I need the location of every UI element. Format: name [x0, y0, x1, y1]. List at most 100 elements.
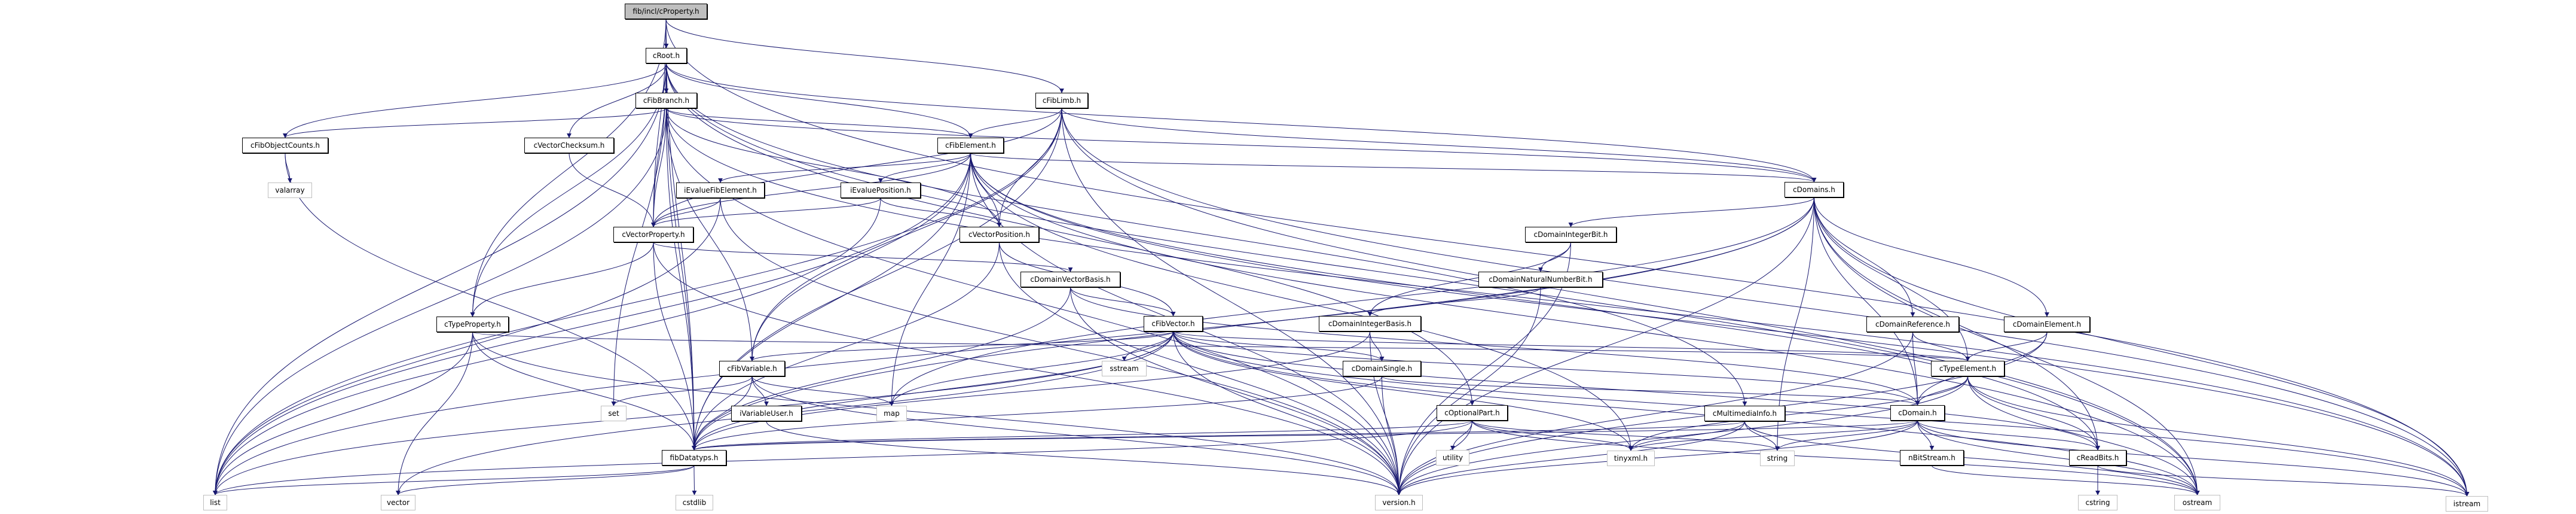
edge-cvectorproperty-to-ctypeproperty: [470, 242, 654, 317]
edge-cfibelement-to-list: [213, 153, 971, 495]
graph-node-set: set: [601, 406, 627, 421]
graph-node-cvectorchecksum[interactable]: cVectorChecksum.h: [524, 138, 614, 153]
graph-node-cfiblimb[interactable]: cFibLimb.h: [1035, 93, 1088, 108]
edge-ctypeproperty-to-fibdatatyps: [472, 331, 696, 451]
edge-coptionalpart-to-tinyxml: [1472, 420, 1633, 451]
graph-node-ivariableuser[interactable]: iVariableUser.h: [731, 406, 802, 421]
graph-node-ctypeproperty[interactable]: cTypeProperty.h: [436, 317, 509, 332]
graph-node-cdomainnaturalnumberbit[interactable]: cDomainNaturalNumberBit.h: [1478, 272, 1603, 287]
edge-cfibelement-to-tinyxml: [970, 153, 1633, 451]
graph-node-creadbits[interactable]: cReadBits.h: [2069, 450, 2126, 466]
edge-cfibbranch-to-list: [213, 108, 667, 495]
graph-node-cdomainelement[interactable]: cDomainElement.h: [2004, 317, 2090, 332]
edge-cdomainnaturalnumberbit-to-cdomainintegerbasis: [1367, 287, 1541, 317]
edge-cdomainintegerbit-to-cdomainnaturalnumberbit: [1538, 242, 1571, 272]
edge-ctypeelement-to-version: [1397, 376, 1968, 495]
edge-cfiblimb-to-cvectorproperty: [651, 108, 1062, 227]
edge-cfibelement-to-ostream: [970, 153, 2200, 495]
edge-cvectorchecksum-to-cvectorproperty: [569, 153, 656, 227]
graph-node-ctypeelement[interactable]: cTypeElement.h: [1931, 361, 2004, 376]
edge-cvectorproperty-to-cdomainvectorbasis: [653, 242, 1073, 272]
edge-cfibvariable-to-set: [611, 376, 753, 406]
graph-node-cdomainvectorbasis[interactable]: cDomainVectorBasis.h: [1020, 272, 1120, 287]
graph-node-cfibbranch[interactable]: cFibBranch.h: [635, 93, 697, 108]
graph-node-string: string: [1760, 451, 1795, 466]
edge-cfibvariable-to-fibdatatyps: [692, 376, 753, 451]
edge-cfiblimb-to-cvectorposition: [997, 108, 1062, 227]
edge-cmultimediainfo-to-fibdatatyps: [692, 421, 1745, 451]
graph-node-version: version.h: [1375, 495, 1423, 510]
edge-cdomainintegerbasis-to-fibdatatyps: [692, 331, 1370, 451]
edge-cfiblimb-to-list: [213, 108, 1062, 495]
graph-node-cdomains[interactable]: cDomains.h: [1784, 182, 1844, 197]
edge-cdomains-to-map: [889, 197, 1814, 406]
edge-ctypeelement-to-istream: [1967, 376, 2470, 497]
edge-cfibbranch-to-cvectorproperty: [651, 108, 667, 227]
edge-ivariableuser-to-version: [766, 421, 1401, 495]
graph-node-cvectorproperty[interactable]: cVectorProperty.h: [613, 227, 693, 242]
edge-cdomainintegerbit-to-version: [1397, 242, 1571, 495]
edge-cdomain-to-string: [1775, 420, 1918, 451]
edge-cfibbranch-to-cfibobjectcounts: [283, 108, 667, 138]
edge-coptionalpart-to-string: [1472, 420, 1780, 451]
edge-cfiblimb-to-cfibvariable: [750, 108, 1062, 361]
edge-croot-to-coptionalpart: [666, 63, 1475, 406]
edge-fibdatatyps-to-list: [213, 465, 695, 495]
edge-ctypeelement-to-creadbits: [1967, 376, 2100, 451]
edge-cdomainnaturalnumberbit-to-version: [1397, 287, 1541, 495]
edge-cfibelement-to-creadbits: [970, 153, 2100, 451]
graph-node-cdomain[interactable]: cDomain.h: [1890, 405, 1945, 421]
graph-node-croot[interactable]: cRoot.h: [646, 48, 687, 63]
edge-cfibvector-to-cdomain: [1173, 331, 1920, 406]
graph-node-cfibelement[interactable]: cFibElement.h: [937, 138, 1004, 153]
graph-node-valarray: valarray: [268, 183, 312, 198]
graph-node-fibdatatyps[interactable]: fibDatatyps.h: [662, 450, 726, 466]
graph-node-cstdlib: cstdlib: [676, 495, 713, 510]
edge-cdomainvectorbasis-to-cdomain: [1070, 287, 1920, 406]
edge-cfibelement-to-istream: [970, 153, 2470, 497]
graph-node-cproperty[interactable]: fib/incl/cProperty.h: [625, 4, 707, 19]
edge-croot-to-cmultimediainfo: [666, 63, 1747, 406]
graph-node-cfibobjectcounts[interactable]: cFibObjectCounts.h: [242, 138, 328, 153]
edge-croot-to-ostream: [666, 63, 2200, 495]
edge-cfibelement-to-ievaluefibelement: [718, 153, 971, 183]
graph-node-cdomainreference[interactable]: cDomainReference.h: [1866, 317, 1959, 332]
edge-cvectorposition-to-version: [999, 242, 1401, 495]
edge-fibdatatyps-to-cstdlib: [692, 465, 697, 495]
edge-croot-to-cfibobjectcounts: [283, 63, 667, 138]
edge-cdomain-to-tinyxml: [1628, 420, 1918, 451]
graph-node-coptionalpart[interactable]: cOptionalPart.h: [1437, 405, 1508, 421]
graph-node-cmultimediainfo[interactable]: cMultimediaInfo.h: [1704, 406, 1785, 421]
edge-coptionalpart-to-version: [1397, 420, 1472, 495]
edge-cdomains-to-istream: [1814, 197, 2470, 497]
edge-cvectorposition-to-fibdatatyps: [692, 242, 1000, 451]
edge-cproperty-to-istream: [665, 19, 2470, 497]
graph-node-cdomainintegerbit[interactable]: cDomainIntegerBit.h: [1525, 227, 1617, 242]
edge-cfibbranch-to-cfibelement: [666, 108, 973, 138]
graph-node-cdomainintegerbasis[interactable]: cDomainIntegerBasis.h: [1319, 316, 1421, 331]
graph-node-cvectorposition[interactable]: cVectorPosition.h: [959, 227, 1039, 242]
edge-cfiblimb-to-version: [1061, 108, 1401, 495]
edge-cfibvariable-to-ivariableuser: [751, 376, 769, 406]
edge-cfibelement-to-map: [889, 153, 971, 406]
edge-nbitstream-to-ostream: [1932, 465, 2200, 495]
edge-cfibvector-to-version: [1173, 331, 1401, 495]
edge-cdomainsingle-to-fibdatatyps: [692, 376, 1382, 451]
graph-node-cfibvector[interactable]: cFibVector.h: [1144, 316, 1203, 331]
edge-creadbits-to-istream: [2097, 465, 2470, 497]
edge-coptionalpart-to-ostream: [1472, 420, 2200, 495]
edge-cdomains-to-version: [1397, 197, 1814, 495]
edge-cdomains-to-cdomainintegerbit: [1568, 197, 1814, 227]
graph-node-cfibvariable[interactable]: cFibVariable.h: [719, 361, 785, 376]
graph-node-ievalueposition[interactable]: iEvaluePosition.h: [841, 183, 921, 198]
graph-node-cdomainsingle[interactable]: cDomainSingle.h: [1343, 361, 1421, 376]
edge-cdomains-to-cdomainelement: [1814, 197, 2049, 317]
edge-croot-to-ctypeproperty: [470, 63, 667, 317]
edge-cdomainsingle-to-cdomain: [1382, 376, 1920, 406]
edge-cdomain-to-fibdatatyps: [692, 420, 1918, 451]
edge-croot-to-cfibelement: [666, 63, 973, 138]
graph-node-ievaluefibelement[interactable]: iEvalueFibElement.h: [676, 183, 765, 198]
edge-cproperty-to-cfiblimb: [665, 19, 1064, 93]
graph-node-nbitstream[interactable]: nBitStream.h: [1900, 450, 1964, 466]
edge-cfibvector-to-creadbits: [1173, 331, 2100, 451]
